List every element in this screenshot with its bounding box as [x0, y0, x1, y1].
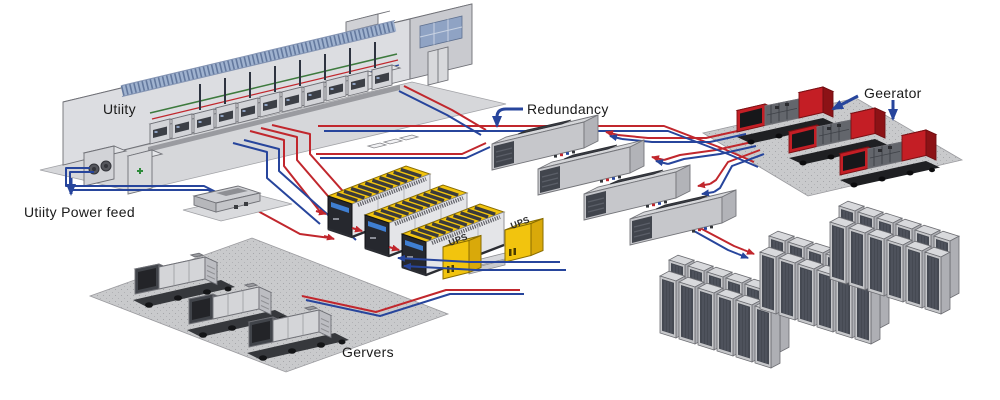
- label-utility: Utiity: [103, 101, 136, 117]
- end-wall-doors: [427, 46, 449, 86]
- utility-transformer: [82, 145, 128, 187]
- end-wall-windows: [419, 15, 463, 49]
- bus-duct-boxes: [366, 134, 420, 149]
- wall-conduits: [199, 42, 376, 110]
- generator-arrow-1: [831, 94, 859, 111]
- label-servers: Gervers: [342, 344, 394, 360]
- label-generator: Geerator: [864, 85, 922, 101]
- utility-cabinet: [126, 149, 164, 195]
- label-redundancy: Redundancy: [527, 101, 609, 117]
- flow-arrows: [66, 94, 898, 271]
- window-band: [120, 20, 397, 97]
- label-utility-power-feed: Utiity Power feed: [24, 204, 135, 220]
- server-rack: [924, 246, 951, 315]
- redundancy-arrow: [492, 107, 523, 128]
- transfer-switch: [182, 185, 293, 222]
- switchgear-base-strip: [148, 85, 400, 152]
- utility-building: [62, 3, 473, 166]
- diagram-labels: Utiity Utiity Power feed Redundancy Geer…: [24, 85, 922, 360]
- power-cables: [65, 85, 765, 317]
- roof-vent: [345, 10, 391, 33]
- wall-tray-green: [149, 53, 398, 114]
